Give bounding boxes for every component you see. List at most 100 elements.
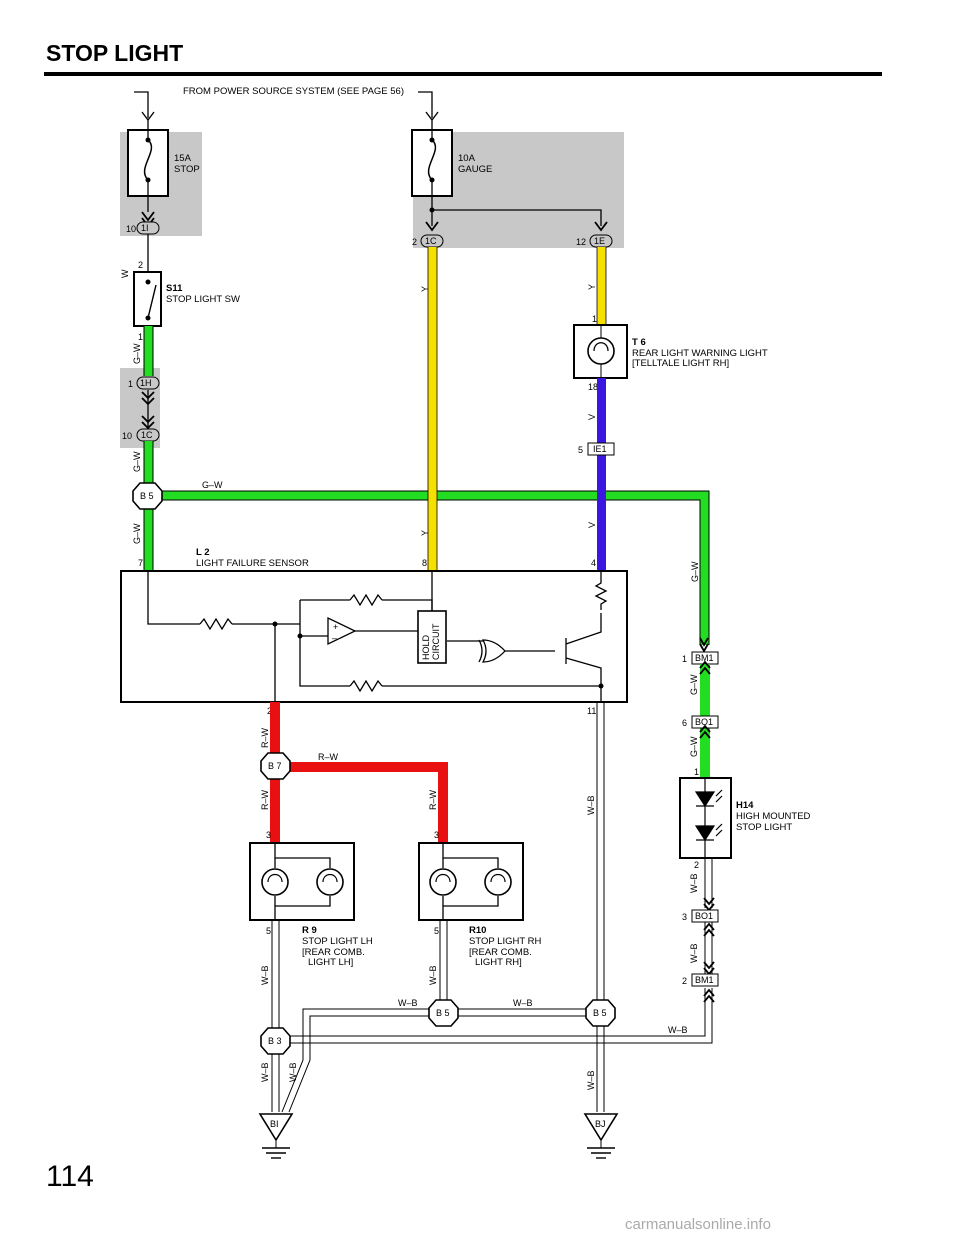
- svg-text:STOP LIGHT: STOP LIGHT: [736, 822, 792, 833]
- svg-text:G–W: G–W: [132, 451, 142, 472]
- svg-text:1I: 1I: [141, 223, 149, 233]
- ground-BI: [258, 1113, 294, 1159]
- svg-text:REAR LIGHT WARNING LIGHT: REAR LIGHT WARNING LIGHT: [632, 348, 768, 359]
- svg-text:–: –: [332, 633, 337, 643]
- wire-GW-right-lower: [700, 664, 710, 778]
- svg-text:Y: Y: [420, 286, 430, 292]
- splice-B7: [260, 752, 291, 780]
- svg-text:[REAR COMB.: [REAR COMB.: [469, 947, 532, 958]
- connector-1H: [136, 376, 160, 390]
- svg-text:1: 1: [138, 332, 143, 342]
- svg-text:W–B: W–B: [513, 998, 533, 1008]
- svg-text:2: 2: [682, 976, 687, 986]
- svg-text:W–B: W–B: [260, 965, 270, 985]
- svg-text:V: V: [587, 522, 597, 528]
- wire-GW-horizontal: [153, 490, 710, 645]
- svg-text:R–W: R–W: [428, 789, 438, 810]
- watermark: carmanualsonline.info: [625, 1216, 771, 1233]
- title-rule: [44, 72, 882, 76]
- splice-B5-mid: [428, 999, 459, 1027]
- svg-text:7: 7: [138, 558, 143, 568]
- svg-text:W–B: W–B: [689, 943, 699, 963]
- svg-text:T 6: T 6: [632, 337, 646, 348]
- svg-text:11: 11: [587, 706, 596, 716]
- svg-text:R 9: R 9: [302, 925, 317, 936]
- svg-text:12: 12: [576, 237, 586, 247]
- svg-text:B 7: B 7: [268, 761, 282, 771]
- svg-text:BJ: BJ: [595, 1119, 606, 1129]
- svg-text:8: 8: [422, 558, 427, 568]
- svg-text:1: 1: [128, 379, 133, 389]
- fuse-gauge-rating: 10A: [458, 153, 476, 164]
- wire-Y-right: [596, 247, 607, 325]
- svg-text:G–W: G–W: [689, 736, 699, 757]
- wire-GW-left: [143, 326, 154, 376]
- svg-text:6: 6: [682, 718, 687, 728]
- fuse-stop-element: [143, 139, 153, 181]
- svg-text:Y: Y: [587, 284, 597, 290]
- svg-text:G–W: G–W: [690, 561, 700, 582]
- svg-text:BO1: BO1: [695, 717, 713, 727]
- svg-text:[REAR COMB.: [REAR COMB.: [302, 947, 365, 958]
- svg-text:3: 3: [266, 830, 271, 840]
- svg-text:L 2: L 2: [196, 547, 210, 558]
- wire-Y-left: [427, 247, 438, 571]
- connector-BO1-a: [691, 715, 719, 729]
- power-feed-right: [418, 91, 433, 118]
- splice-B5-right: [585, 999, 616, 1027]
- svg-text:LIGHT RH]: LIGHT RH]: [475, 957, 522, 968]
- svg-text:BM1: BM1: [695, 653, 714, 663]
- svg-text:W–B: W–B: [260, 1062, 270, 1082]
- svg-text:R10: R10: [469, 925, 486, 936]
- wire-V: [597, 378, 606, 571]
- svg-text:2: 2: [138, 260, 143, 270]
- svg-text:B 5: B 5: [140, 491, 154, 501]
- svg-text:10: 10: [122, 431, 132, 441]
- svg-text:W–B: W–B: [428, 965, 438, 985]
- svg-text:B 5: B 5: [593, 1008, 607, 1018]
- wire-WB: [271, 702, 713, 1113]
- wire-RW: [270, 702, 448, 842]
- svg-text:10: 10: [126, 224, 136, 234]
- svg-text:STOP LIGHT LH: STOP LIGHT LH: [302, 936, 373, 947]
- wire-color-W: W: [120, 269, 130, 278]
- svg-text:2: 2: [267, 706, 272, 716]
- fuse-gauge-name: GAUGE: [458, 164, 492, 175]
- svg-text:W–B: W–B: [586, 795, 596, 815]
- connector-BO1-b: [691, 909, 719, 923]
- svg-text:IE1: IE1: [593, 444, 607, 454]
- svg-text:5: 5: [578, 445, 583, 455]
- svg-text:STOP LIGHT SW: STOP LIGHT SW: [166, 294, 240, 305]
- svg-text:STOP LIGHT RH: STOP LIGHT RH: [469, 936, 541, 947]
- svg-text:W–B: W–B: [288, 1062, 298, 1082]
- page-number: 114: [46, 1160, 94, 1193]
- fuse-gauge-element: [427, 139, 437, 181]
- svg-text:18: 18: [588, 382, 598, 392]
- power-feed-left: [134, 91, 149, 118]
- svg-text:1C: 1C: [141, 430, 153, 440]
- connector-IE1: [587, 442, 615, 456]
- svg-text:4: 4: [591, 558, 596, 568]
- svg-text:1E: 1E: [594, 236, 605, 246]
- svg-text:BM1: BM1: [695, 975, 714, 985]
- fuse-stop-name: STOP: [174, 164, 200, 175]
- svg-text:LIGHT LH]: LIGHT LH]: [308, 957, 353, 968]
- svg-text:W–B: W–B: [668, 1025, 688, 1035]
- svg-text:R–W: R–W: [260, 789, 270, 810]
- svg-text:G–W: G–W: [202, 480, 223, 490]
- svg-text:B 3: B 3: [268, 1036, 282, 1046]
- svg-text:Y: Y: [420, 530, 430, 536]
- light-failure-sensor: [120, 570, 628, 703]
- connector-BM1-b: [691, 973, 719, 987]
- svg-text:W–B: W–B: [398, 998, 418, 1008]
- svg-text:HOLD: HOLD: [421, 634, 431, 660]
- svg-text:B 5: B 5: [436, 1008, 450, 1018]
- svg-text:1: 1: [592, 314, 597, 324]
- svg-text:S11: S11: [166, 283, 183, 294]
- svg-text:G–W: G–W: [689, 674, 699, 695]
- svg-text:+: +: [333, 622, 338, 632]
- svg-text:2: 2: [694, 860, 699, 870]
- svg-text:1: 1: [694, 767, 699, 777]
- svg-text:2: 2: [412, 237, 417, 247]
- hold-circuit: [417, 610, 447, 664]
